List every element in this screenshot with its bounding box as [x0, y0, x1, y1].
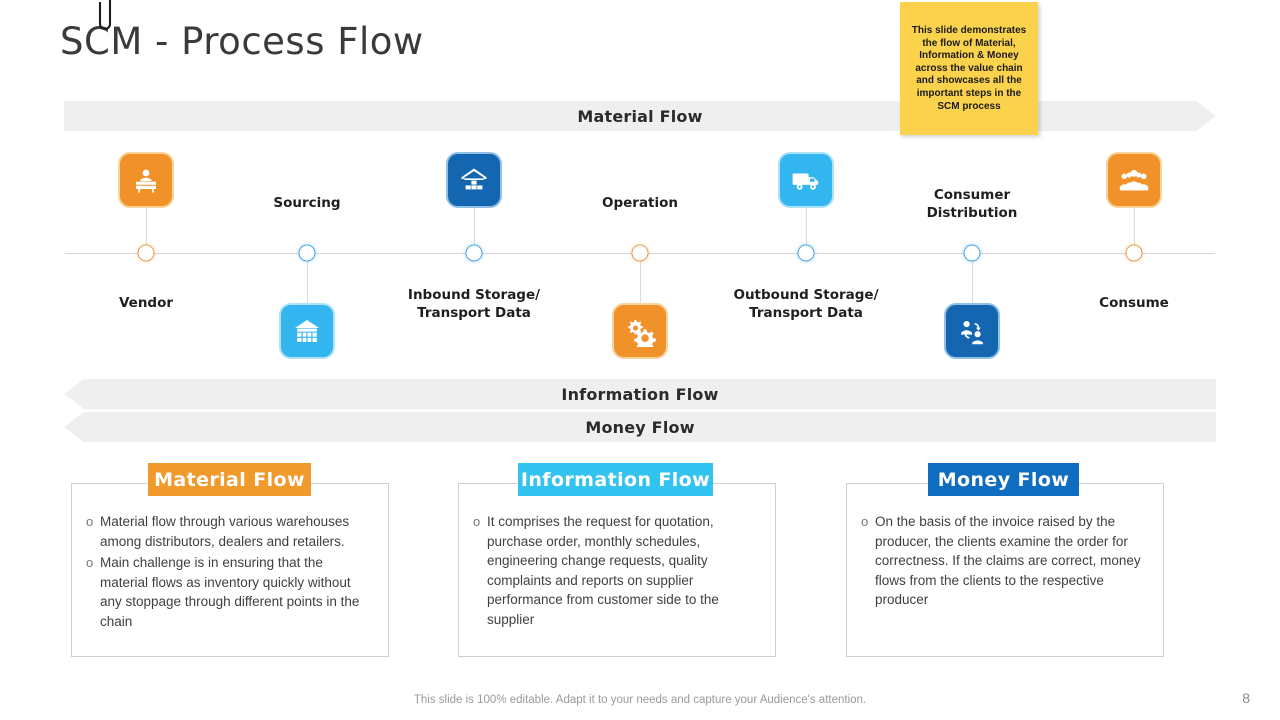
people-exchange-icon[interactable] — [944, 303, 1000, 359]
timeline-label-consume: Consume — [1099, 295, 1169, 311]
gears-icon[interactable] — [612, 303, 668, 359]
banner-shape-left — [64, 379, 1216, 409]
timeline-label-consumer-distribution: Consumer Distribution — [926, 187, 1018, 221]
timeline-label-outbound-storage: Outbound Storage/ Transport Data — [733, 287, 879, 321]
people-group-icon[interactable] — [1106, 152, 1162, 208]
bullet-icon: o — [86, 514, 94, 529]
banner-shape-left — [64, 412, 1216, 442]
timeline-stem — [307, 253, 308, 306]
timeline-node-dot-vendor[interactable] — [137, 244, 155, 262]
vendor-counter-icon[interactable] — [118, 152, 174, 208]
list-item: o Main challenge is in ensuring that the… — [86, 553, 374, 631]
timeline-node-dot-consume[interactable] — [1125, 244, 1143, 262]
timeline-label-operation: Operation — [601, 195, 679, 211]
timeline-stem — [640, 253, 641, 306]
card-body: o On the basis of the invoice raised by … — [847, 484, 1163, 656]
banner-label: Money Flow — [585, 417, 695, 437]
timeline-node-dot-inbound[interactable] — [465, 244, 483, 262]
people-exchange-glyph — [961, 321, 983, 345]
timeline-node-dot-outbound[interactable] — [797, 244, 815, 262]
list-item-text: Main challenge is in ensuring that the m… — [100, 555, 360, 629]
people-group-glyph — [1119, 169, 1149, 191]
list-item-text: It comprises the request for quotation, … — [487, 514, 719, 627]
list-item-text: On the basis of the invoice raised by th… — [875, 514, 1141, 607]
banner-label: Information Flow — [561, 384, 719, 404]
banner-money-flow: Money Flow — [64, 412, 1216, 442]
vendor-counter-glyph — [136, 169, 156, 193]
banner-label: Material Flow — [577, 106, 703, 126]
storefront-icon[interactable] — [279, 303, 335, 359]
bullet-icon: o — [473, 514, 481, 529]
list-item: o It comprises the request for quotation… — [473, 512, 761, 629]
page-number: 8 — [1242, 690, 1250, 706]
timeline-stem — [1134, 200, 1135, 253]
card-information-flow: o It comprises the request for quotation… — [458, 483, 776, 657]
sticky-note: This slide demonstrates the flow of Mate… — [900, 2, 1038, 135]
card-body: o Material flow through various warehous… — [72, 484, 388, 656]
list-item: o Material flow through various warehous… — [86, 512, 374, 551]
bullet-icon: o — [861, 514, 869, 529]
timeline-stem — [146, 200, 147, 253]
timeline-label-vendor: Vendor — [118, 295, 174, 311]
warehouse-boxes-glyph — [461, 168, 487, 190]
timeline-node-dot-sourcing[interactable] — [298, 244, 316, 262]
timeline-node-dot-consumer[interactable] — [963, 244, 981, 262]
timeline-stem — [972, 253, 973, 306]
bullet-icon: o — [86, 555, 94, 570]
card-tag-material-flow: Material Flow — [148, 463, 311, 496]
warehouse-boxes-icon[interactable] — [446, 152, 502, 208]
list-item-text: Material flow through various warehouses… — [100, 514, 350, 549]
card-tag-money-flow: Money Flow — [928, 463, 1079, 496]
banner-information-flow: Information Flow — [64, 379, 1216, 409]
timeline-stem — [474, 200, 475, 253]
paperclip-icon — [98, 0, 112, 30]
page-title: SCM - Process Flow — [60, 20, 424, 63]
card-body: o It comprises the request for quotation… — [459, 484, 775, 656]
footer-note: This slide is 100% editable. Adapt it to… — [413, 694, 867, 706]
delivery-truck-glyph — [792, 173, 819, 190]
timeline-label-inbound-storage: Inbound Storage/ Transport Data — [407, 287, 541, 321]
card-money-flow: o On the basis of the invoice raised by … — [846, 483, 1164, 657]
timeline-label-sourcing: Sourcing — [273, 195, 341, 211]
storefront-glyph — [295, 320, 319, 342]
list-item: o On the basis of the invoice raised by … — [861, 512, 1149, 610]
delivery-truck-icon[interactable] — [778, 152, 834, 208]
card-tag-information-flow: Information Flow — [518, 463, 713, 496]
timeline-node-dot-operation[interactable] — [631, 244, 649, 262]
gears-glyph — [627, 319, 656, 347]
timeline-stem — [806, 200, 807, 253]
banner-material-flow: Material Flow — [64, 101, 1216, 131]
card-material-flow: o Material flow through various warehous… — [71, 483, 389, 657]
sticky-note-text: This slide demonstrates the flow of Mate… — [911, 25, 1027, 112]
